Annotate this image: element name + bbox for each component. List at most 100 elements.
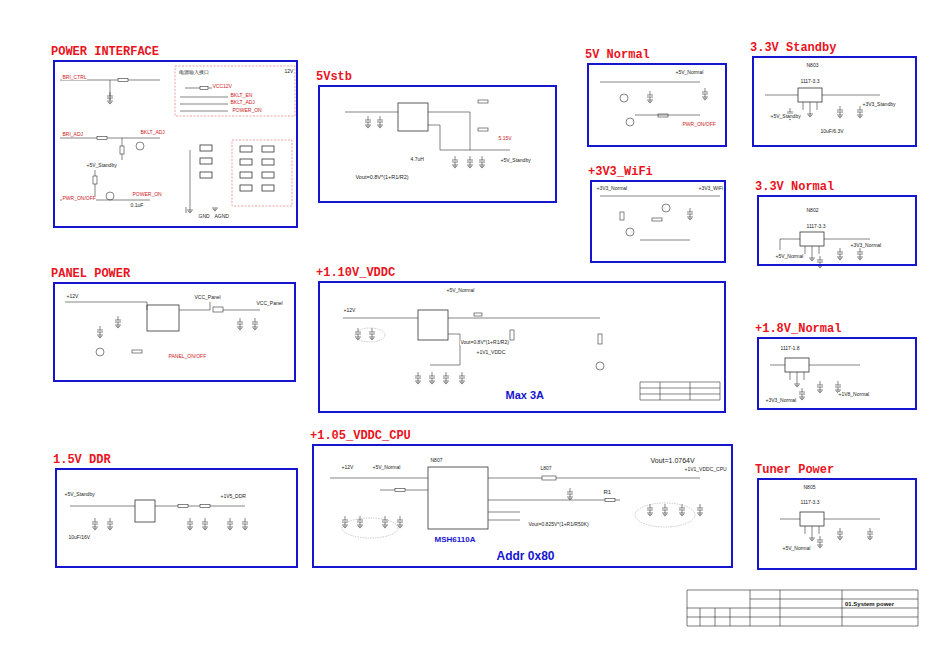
resistor-symbol [200,87,208,90]
wire [820,387,821,390]
wire [789,119,791,120]
wire [822,95,880,96]
section-box: 5Vstb [318,85,557,203]
wire [817,390,823,391]
wire [820,256,821,260]
wire [238,328,242,329]
wire [859,259,861,260]
net-label: +5V_Normal [675,70,704,75]
wire [479,165,485,166]
wire [452,165,458,166]
wire [227,522,233,523]
net-label: 4.7uH [410,157,424,162]
wire [214,210,216,211]
wire [690,214,691,217]
wire [203,528,207,529]
wire [237,327,243,328]
wire [97,335,103,336]
wire [95,518,96,522]
wire [95,524,96,527]
wire [380,116,381,120]
section-heading: +3V3_WiFi [588,166,653,178]
dashed-group [232,140,292,206]
wire [228,528,232,529]
wire [811,260,813,261]
wire [860,106,861,110]
wire [679,513,685,514]
net-label: AGND [214,214,229,219]
wire [239,329,241,330]
note-text: MSH6110A [434,536,476,544]
net-label: BRI_CTRL [62,75,87,80]
wire [462,378,463,381]
wire [369,332,375,333]
wire [460,382,464,383]
net-label: PWR_ON/OFF [682,122,716,127]
wire [185,88,215,89]
wire [837,532,843,533]
net-label: +5V_Normal [782,546,811,551]
wire [720,382,721,400]
wire [445,383,447,384]
net-label: 1117-3.3 [806,224,826,229]
wire [679,508,685,509]
wire [568,498,572,499]
wire [810,259,814,260]
wire [379,127,381,128]
wire [255,318,256,322]
wire [647,100,653,101]
wire [837,115,843,116]
wire [787,112,793,113]
net-label: +5V_Normal [372,465,401,470]
wire [255,324,256,327]
wire [115,325,121,326]
wire [469,167,471,168]
wire [187,522,193,523]
wire [840,106,841,110]
wire [180,104,228,105]
wire [358,526,362,527]
ic-body [398,103,428,131]
ic-body [800,232,824,246]
wire [802,394,803,397]
ic-body [798,88,822,102]
resistor-symbol [97,137,107,140]
wire [109,529,111,530]
wire [357,339,359,340]
wire [805,246,806,254]
net-label: Vout=0.825V*(1+R1/R50K) [528,522,589,527]
wire [92,522,98,523]
wire [665,504,666,508]
wire [820,536,821,540]
wire [817,385,823,386]
net-label: +1V1_VDDC_CPU [684,467,727,472]
wire [808,115,812,116]
wire [870,528,871,532]
wire [662,513,668,514]
wire [430,334,460,365]
ic-body [200,145,212,151]
net-label: +12V [341,465,354,470]
wire [360,522,361,525]
wire [180,111,228,112]
net-label: BKLT_ADJ [140,130,165,135]
wire [242,522,248,523]
net-label: GND [198,214,210,219]
title-block-line [687,608,918,609]
ic-body [200,172,212,178]
title-block-line [750,590,751,626]
wire [805,526,806,534]
wire [202,522,208,523]
wire [663,514,667,515]
wire [204,529,206,530]
wire [697,508,703,509]
wire [345,516,346,520]
wire [600,196,720,197]
wire [110,524,111,527]
wire [860,254,861,257]
wire [807,114,813,115]
wire [697,513,703,514]
wire [468,166,472,167]
net-label: VCC_Panel [194,295,221,300]
